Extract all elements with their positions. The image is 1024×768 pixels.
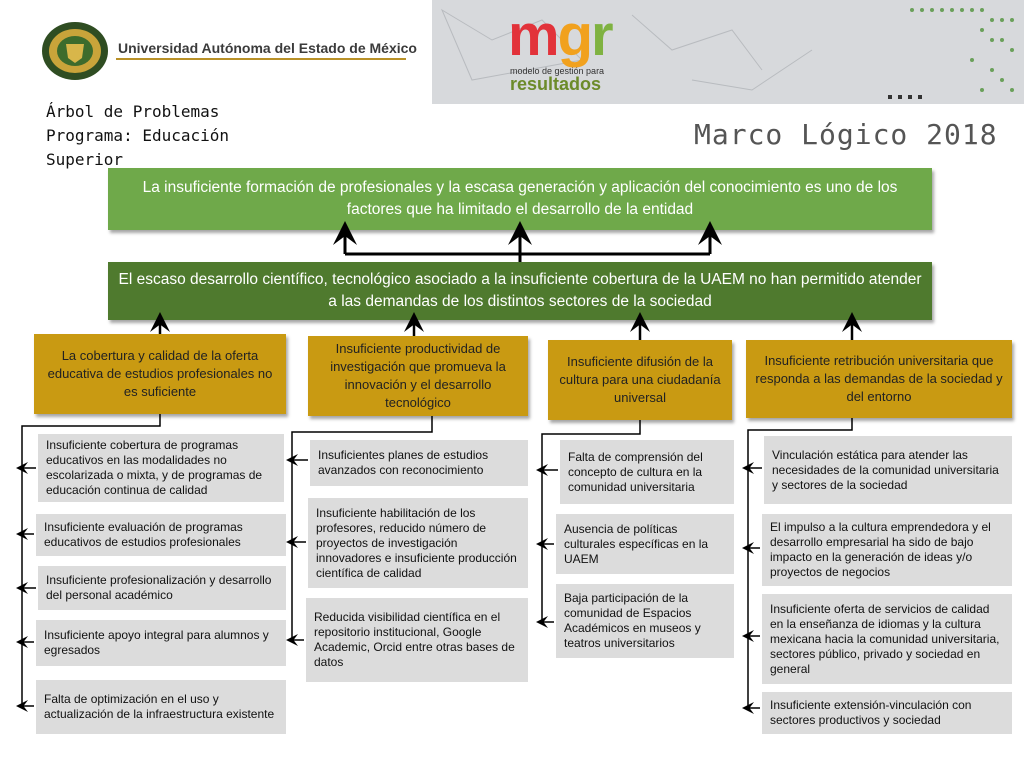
subcause-text: Falta de comprensión del concepto de cul… — [568, 449, 703, 494]
subcause-text: Baja participación de la comunidad de Es… — [564, 591, 701, 650]
subcause-text: Insuficiente evaluación de programas edu… — [44, 520, 243, 549]
university-name: Universidad Autónoma del Estado de Méxic… — [118, 40, 417, 56]
subcause-text: Reducida visibilidad científica en el re… — [314, 610, 515, 669]
cause-box-4: Insuficiente retribución universitaria q… — [746, 340, 1012, 418]
subcause-2-3: Reducida visibilidad científica en el re… — [306, 598, 528, 682]
university-seal-icon — [40, 20, 110, 82]
page-title: Árbol de Problemas Programa: Educación S… — [46, 102, 230, 169]
subcause-text: Insuficientes planes de estudios avanzad… — [318, 448, 489, 477]
central-problem-box: El escaso desarrollo científico, tecnoló… — [108, 262, 932, 320]
subcause-text: Insuficiente extensión-vinculación con s… — [770, 698, 972, 727]
effect-box: La insuficiente formación de profesional… — [108, 168, 932, 230]
subcause-2-1: Insuficientes planes de estudios avanzad… — [310, 440, 528, 486]
subcause-1-5: Falta de optimización en el uso y actual… — [36, 680, 286, 734]
cause-text-3: Insuficiente difusión de la cultura para… — [559, 354, 721, 405]
subcause-text: Insuficiente habilitación de los profeso… — [316, 505, 517, 580]
cause-box-3: Insuficiente difusión de la cultura para… — [548, 340, 732, 420]
subcause-4-2: El impulso a la cultura emprendedora y e… — [762, 514, 1012, 586]
subcause-3-1: Falta de comprensión del concepto de cul… — [560, 440, 734, 504]
logo-subtitle: modelo de gestión para — [510, 66, 605, 76]
subcause-text: Vinculación estática para atender las ne… — [772, 447, 999, 492]
subcause-1-2: Insuficiente evaluación de programas edu… — [36, 514, 286, 556]
subcause-text: Insuficiente cobertura de programas educ… — [46, 438, 263, 497]
subcause-3-3: Baja participación de la comunidad de Es… — [556, 584, 734, 658]
subcause-text: El impulso a la cultura emprendedora y e… — [770, 520, 991, 579]
effect-text: La insuficiente formación de profesional… — [142, 179, 898, 218]
subcause-4-4: Insuficiente extensión-vinculación con s… — [762, 692, 1012, 734]
subcause-text: Falta de optimización en el uso y actual… — [44, 692, 275, 721]
subcause-text: Insuficiente apoyo integral para alumnos… — [44, 628, 269, 657]
cause-box-1: La cobertura y calidad de la oferta educ… — [34, 334, 286, 414]
university-underline — [116, 58, 406, 60]
logo-subtitle-resultados: resultados — [510, 74, 602, 94]
cause-text-1: La cobertura y calidad de la oferta educ… — [47, 348, 273, 399]
cause-text-2: Insuficiente productividad de investigac… — [330, 341, 506, 410]
subcause-1-4: Insuficiente apoyo integral para alumnos… — [36, 620, 286, 666]
subcause-2-2: Insuficiente habilitación de los profeso… — [308, 498, 528, 588]
central-problem-text: El escaso desarrollo científico, tecnoló… — [118, 271, 922, 310]
cause-text-4: Insuficiente retribución universitaria q… — [755, 353, 1003, 404]
cause-box-2: Insuficiente productividad de investigac… — [308, 336, 528, 416]
subcause-1-3: Insuficiente profesionalización y desarr… — [38, 566, 286, 610]
subcause-text: Ausencia de políticas culturales específ… — [564, 521, 709, 566]
mgr-banner — [432, 0, 1024, 104]
subcause-4-1: Vinculación estática para atender las ne… — [764, 436, 1012, 504]
mgr-logo: mgr — [508, 3, 614, 68]
subcause-text: Insuficiente profesionalización y desarr… — [46, 573, 272, 602]
marco-logico-title: Marco Lógico 2018 — [694, 118, 998, 151]
subcause-4-3: Insuficiente oferta de servicios de cali… — [762, 594, 1012, 684]
subcause-3-2: Ausencia de políticas culturales específ… — [556, 514, 734, 574]
subcause-1-1: Insuficiente cobertura de programas educ… — [38, 434, 284, 502]
subcause-text: Insuficiente oferta de servicios de cali… — [770, 601, 1000, 676]
